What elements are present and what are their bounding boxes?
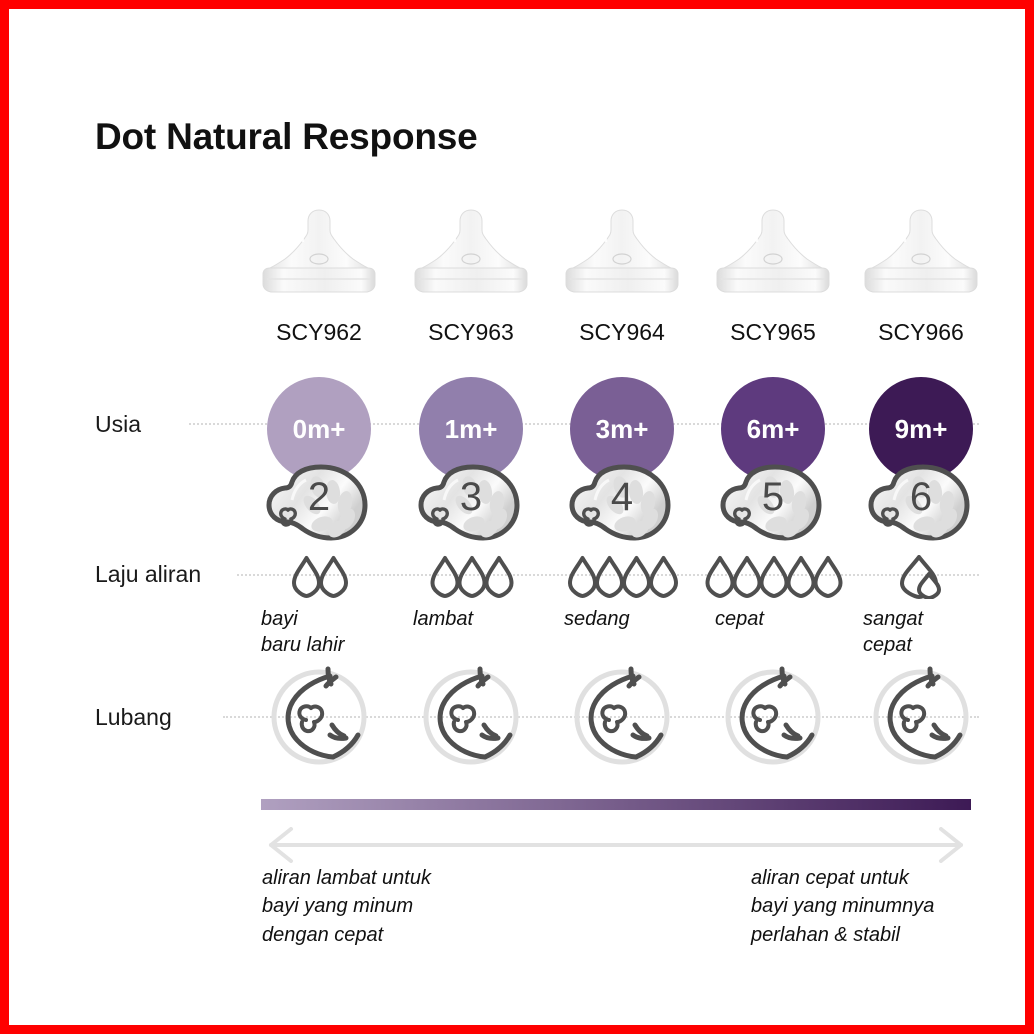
leader-line-flow-rate <box>237 574 979 576</box>
nipple-flow-icon: 2 <box>263 461 375 553</box>
product-code: SCY962 <box>276 319 362 345</box>
leader-line-hole <box>223 716 979 718</box>
age-bubble[interactable]: 6m+ <box>721 377 825 481</box>
flow-rate-label: bayi baru lahir <box>261 608 345 656</box>
product-column[interactable]: SCY964 3m+ <box>546 9 698 1025</box>
age-bubble[interactable]: 9m+ <box>869 377 973 481</box>
row-label-hole: Lubang <box>95 704 172 730</box>
nipple-photo-icon <box>259 204 379 299</box>
age-bubble[interactable]: 3m+ <box>570 377 674 481</box>
nipple-photo-icon <box>861 204 981 299</box>
hole-cross-section-icon <box>720 664 826 770</box>
droplet-rating-icon <box>703 556 844 598</box>
nipple-photo-icon <box>411 204 531 299</box>
hole-cross-section-icon <box>868 664 974 770</box>
product-code: SCY963 <box>428 319 514 345</box>
age-label: 0m+ <box>292 413 346 444</box>
nipple-flow-icon: 4 <box>566 461 678 553</box>
age-label: 6m+ <box>746 413 800 444</box>
row-label-flow-rate: Laju aliran <box>95 561 202 587</box>
caption-slow-flow: aliran lambat untuk bayi yang minum deng… <box>262 867 431 946</box>
flow-gradient-bar <box>261 799 971 810</box>
droplet-rating-icon <box>565 556 679 598</box>
nipple-flow-icon: 6 <box>865 461 977 553</box>
product-column[interactable]: SCY966 9m+ <box>845 9 997 1025</box>
flow-direction-arrow <box>269 827 963 863</box>
product-code: SCY965 <box>730 319 816 345</box>
flow-rate-label: lambat <box>413 608 474 630</box>
product-code: SCY964 <box>579 319 665 345</box>
flow-rate-label: sangat cepat <box>863 608 924 656</box>
flow-rate-label: sedang <box>564 608 630 630</box>
nipple-flow-icon: 3 <box>415 461 527 553</box>
flow-rate-label: cepat <box>715 608 764 630</box>
infographic-canvas: Dot Natural Response Usia Laju aliran Lu… <box>9 9 1025 1025</box>
hole-cross-section-icon <box>569 664 675 770</box>
nipple-photo-icon <box>713 204 833 299</box>
age-label: 9m+ <box>894 413 948 444</box>
nipple-flow-icon: 5 <box>717 461 829 553</box>
age-label: 1m+ <box>444 413 498 444</box>
page-title: Dot Natural Response <box>95 116 478 157</box>
product-code: SCY966 <box>878 319 964 345</box>
droplet-rating-icon <box>428 556 515 598</box>
droplet-rating-icon <box>289 556 349 598</box>
row-label-age: Usia <box>95 411 142 437</box>
droplet-rating-icon <box>893 555 949 599</box>
age-label: 3m+ <box>595 413 649 444</box>
hole-cross-section-icon <box>266 664 372 770</box>
hole-cross-section-icon <box>418 664 524 770</box>
product-column[interactable]: SCY963 1m+ <box>395 9 547 1025</box>
age-bubble[interactable]: 0m+ <box>267 377 371 481</box>
age-bubble[interactable]: 1m+ <box>419 377 523 481</box>
caption-fast-flow: aliran cepat untuk bayi yang minumnya pe… <box>751 867 935 946</box>
nipple-photo-icon <box>562 204 682 299</box>
